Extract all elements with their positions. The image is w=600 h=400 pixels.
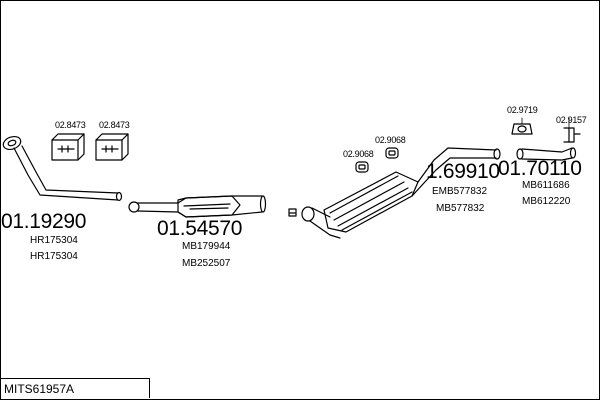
- hanger-drawing-2: [385, 147, 399, 159]
- part-ref-front-pipe-2: HR175304: [30, 251, 78, 262]
- part-ref-tail-pipe-1: MB611686: [522, 180, 570, 191]
- gasket-drawing: [511, 123, 533, 135]
- tail-pipe-drawing: [516, 147, 577, 161]
- diagram-code: MITS61957A: [4, 382, 75, 396]
- part-number-front-pipe: 01.19290: [1, 210, 87, 233]
- part-ref-tail-pipe-2: MB612220: [522, 196, 571, 207]
- part-ref-center-muffler-2: MB577832: [436, 203, 485, 214]
- label-hanger-1: 02.9068: [343, 149, 374, 159]
- part-ref-catalyst-2: MB252507: [182, 258, 231, 269]
- label-hanger-2: 02.9068: [375, 135, 406, 145]
- label-clamp: 02.9157: [556, 115, 587, 125]
- part-number-catalyst: 01.54570: [157, 217, 243, 240]
- part-number-center-muffler: 1.69910: [426, 160, 500, 183]
- bolt-kit-box-2: [95, 133, 129, 161]
- part-ref-front-pipe-1: HR175304: [30, 235, 78, 246]
- front-pipe-drawing: [2, 135, 123, 202]
- label-bolt-kit-2: 02.8473: [99, 120, 130, 130]
- part-number-tail-pipe: 01.70110: [498, 157, 582, 180]
- bolt-kit-box-1: [51, 133, 85, 161]
- label-bolt-kit-1: 02.8473: [55, 120, 86, 130]
- hanger-drawing-1: [355, 161, 369, 173]
- part-ref-center-muffler-1: EMB577832: [432, 186, 488, 197]
- catalyst-drawing: [128, 195, 267, 218]
- center-muffler-drawing: [301, 147, 501, 239]
- title-box: MITS61957A: [0, 378, 150, 398]
- clamp-drawing: [563, 127, 581, 143]
- part-ref-catalyst-1: MB179944: [182, 241, 231, 252]
- label-gasket: 02.9719: [507, 105, 538, 115]
- connector-drawing: [288, 208, 297, 217]
